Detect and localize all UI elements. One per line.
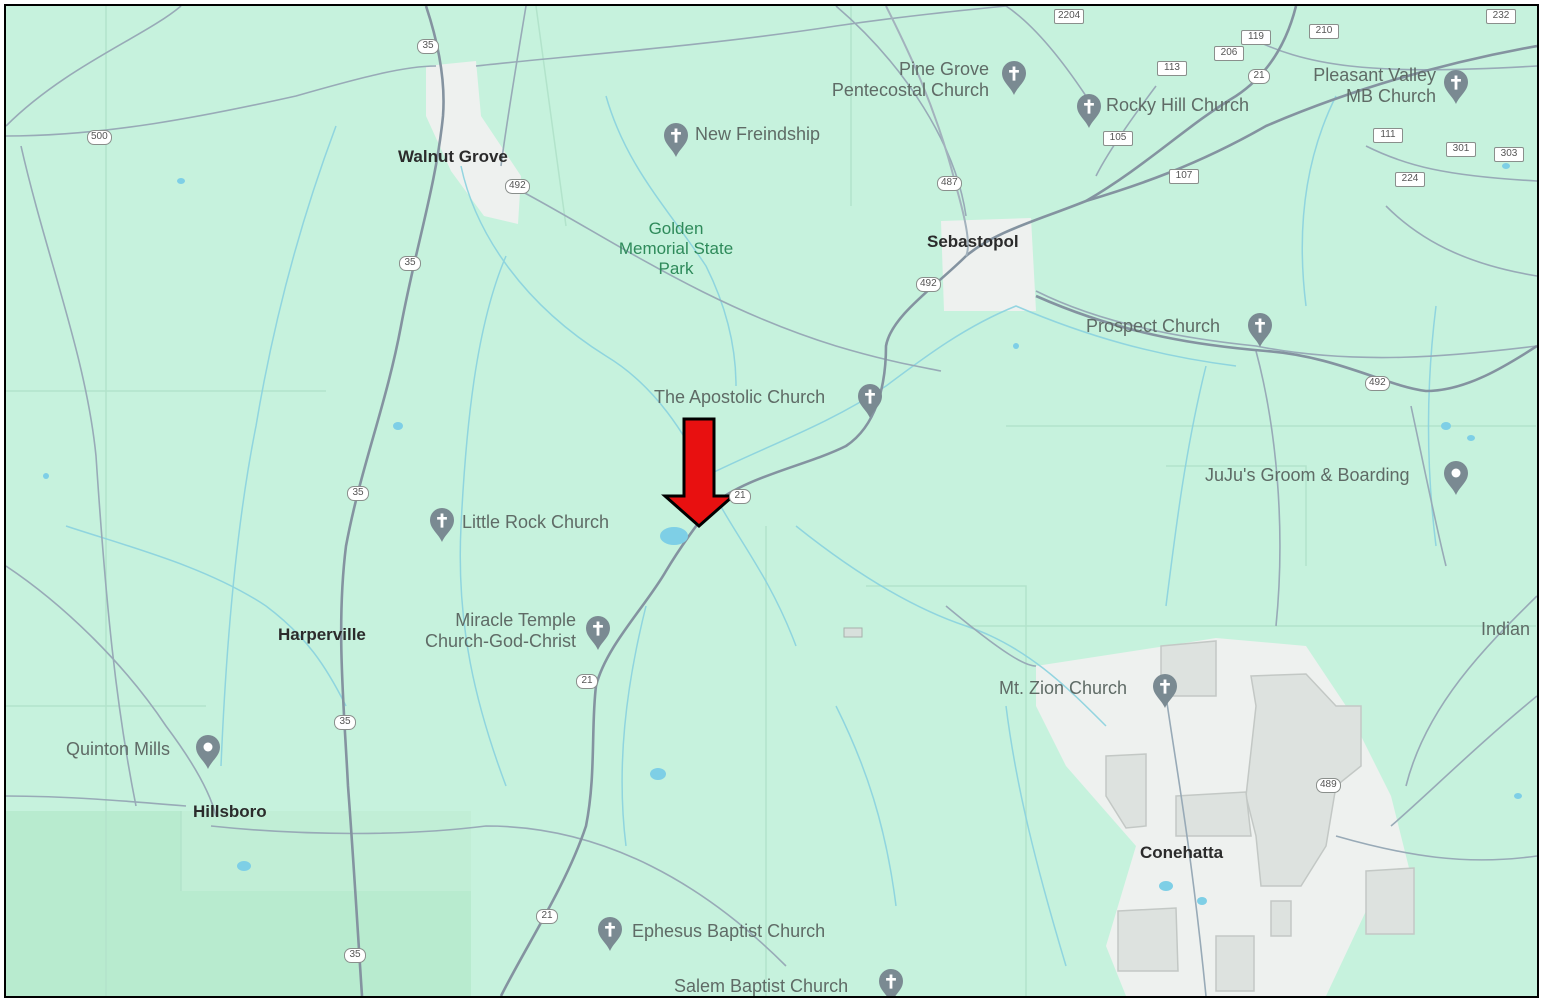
route-shield-492: 492 — [916, 277, 941, 292]
county-road-119: 119 — [1241, 30, 1271, 45]
church-cross-icon[interactable] — [1000, 60, 1028, 96]
county-road-111: 111 — [1373, 128, 1403, 143]
route-shield-35: 35 — [344, 948, 366, 963]
hwy-21 — [499, 6, 1298, 996]
place-label-new-freindship: New Freindship — [695, 124, 821, 144]
place-pin-icon[interactable] — [1442, 460, 1470, 496]
county-road-2204: 2204 — [1054, 9, 1085, 24]
hwy-21-north — [1085, 44, 1537, 203]
urban-walnut-grove — [426, 61, 521, 224]
place-label-apostolic: The Apostolic Church — [654, 387, 826, 407]
forest-area-inner — [181, 811, 471, 891]
place-pin-icon[interactable] — [194, 734, 222, 770]
place-label-prospect: Prospect Church — [1086, 316, 1221, 336]
county-road-107: 107 — [1169, 169, 1199, 184]
county-road-303: 303 — [1494, 147, 1524, 162]
church-cross-icon[interactable] — [1151, 673, 1179, 709]
place-label-quinton-mills: Quinton Mills — [66, 739, 171, 759]
church-cross-icon[interactable] — [877, 968, 905, 998]
county-road-224: 224 — [1395, 172, 1425, 187]
water — [43, 163, 1522, 905]
county-road-301: 301 — [1446, 142, 1476, 157]
town-label-conehatta: Conehatta — [1140, 843, 1224, 862]
route-shield-21: 21 — [1248, 69, 1270, 84]
town-label-hillsboro: Hillsboro — [193, 802, 267, 821]
streams — [65, 95, 1437, 967]
place-label-ephesus: Ephesus Baptist Church — [632, 921, 826, 941]
map-viewport[interactable]: Walnut Grove Sebastopol Harperville Hill… — [4, 4, 1539, 998]
town-label-harperville: Harperville — [278, 625, 366, 644]
route-shield-500: 500 — [87, 130, 112, 145]
county-road-113: 113 — [1157, 61, 1187, 76]
church-cross-icon[interactable] — [596, 916, 624, 952]
place-label-pine-grove: Pine Grove Pentecostal Church — [831, 59, 989, 100]
place-label-indian: Indian — [1481, 619, 1531, 639]
urban-sebastopol — [941, 218, 1036, 311]
church-cross-icon[interactable] — [1075, 93, 1103, 129]
place-label-salem: Salem Baptist Church — [674, 976, 849, 996]
map-canvas — [6, 6, 1537, 996]
town-label-sebastopol: Sebastopol — [927, 232, 1019, 251]
route-shield-21: 21 — [576, 674, 598, 689]
place-label-mt-zion: Mt. Zion Church — [999, 678, 1128, 698]
minor-roads — [6, 6, 1537, 996]
route-shield-35: 35 — [347, 486, 369, 501]
church-cross-icon[interactable] — [428, 507, 456, 543]
church-cross-icon[interactable] — [662, 122, 690, 158]
place-label-miracle-temple: Miracle Temple Church-God-Christ — [424, 610, 576, 651]
route-shield-489: 489 — [1316, 778, 1341, 793]
place-label-juju: JuJu's Groom & Boarding — [1205, 465, 1410, 485]
church-cross-icon[interactable] — [1246, 312, 1274, 348]
hwy-487 — [885, 6, 969, 257]
church-cross-icon[interactable] — [584, 615, 612, 651]
place-label-rocky-hill: Rocky Hill Church — [1106, 95, 1250, 115]
church-cross-icon[interactable] — [1442, 69, 1470, 105]
county-road-232: 232 — [1486, 9, 1516, 24]
route-shield-35: 35 — [334, 715, 356, 730]
red-arrow-marker — [661, 417, 737, 529]
route-shield-21: 21 — [536, 909, 558, 924]
county-road-210: 210 — [1309, 24, 1339, 39]
highways — [339, 6, 1537, 996]
conehatta-blocks — [1105, 640, 1415, 992]
hwy-492-east — [1035, 294, 1537, 393]
county-road-206: 206 — [1214, 46, 1244, 61]
place-label-little-rock: Little Rock Church — [462, 512, 610, 532]
route-shield-492: 492 — [1365, 376, 1390, 391]
route-shield-21: 21 — [729, 489, 751, 504]
place-label-pleasant-valley: Pleasant Valley MB Church — [1313, 65, 1436, 106]
route-shield-35: 35 — [417, 39, 439, 54]
park-label-golden-memorial: Golden Memorial State Park — [618, 219, 734, 278]
hwy-35 — [339, 6, 445, 996]
route-shield-487: 487 — [937, 176, 962, 191]
route-shield-35: 35 — [399, 256, 421, 271]
small-building — [843, 627, 863, 638]
county-road-105: 105 — [1103, 131, 1133, 146]
town-label-walnut-grove: Walnut Grove — [398, 147, 508, 166]
church-cross-icon[interactable] — [856, 383, 884, 419]
route-shield-492: 492 — [505, 179, 530, 194]
